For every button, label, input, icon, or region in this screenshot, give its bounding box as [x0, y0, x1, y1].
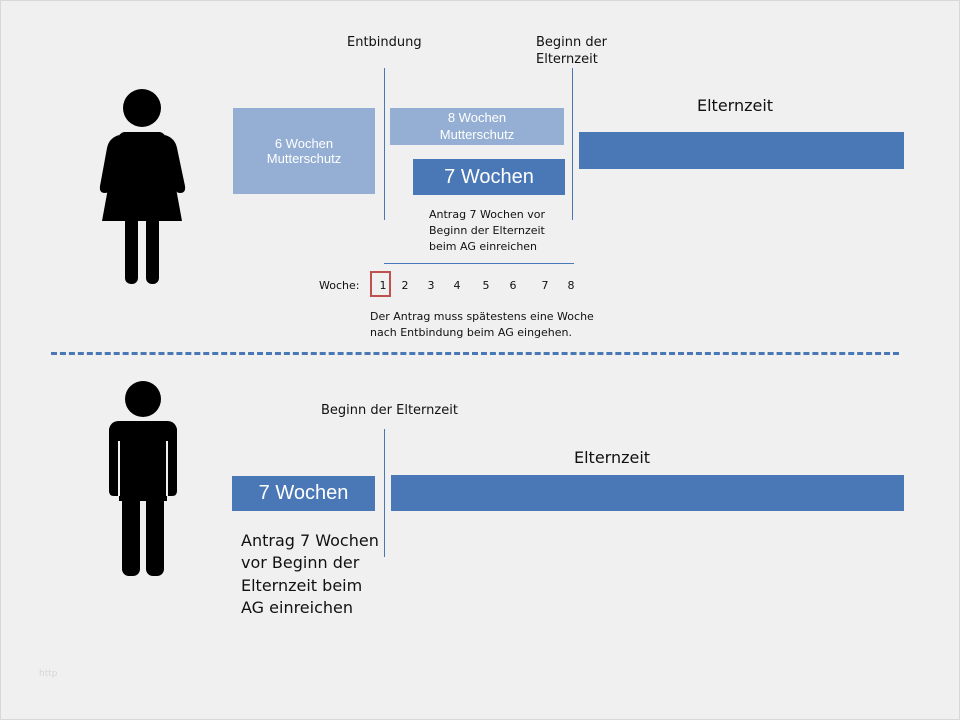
week-number: 7 — [541, 279, 549, 292]
week-number: 3 — [427, 279, 435, 292]
highlighted-week-marker — [370, 271, 391, 297]
antrag-7-wochen-box: 7 Wochen — [413, 159, 565, 195]
beginn-elternzeit-line — [572, 68, 573, 220]
weeks-label: Woche: — [319, 279, 360, 292]
elternzeit-label: Elternzeit — [697, 96, 774, 115]
father-antrag-text: Antrag 7 Wochen vor Beginn der Elternzei… — [241, 531, 379, 618]
week-number: 8 — [567, 279, 575, 292]
beginn-elternzeit-label: Beginn der Elternzeit — [536, 35, 607, 67]
father-beginn-elternzeit-line — [384, 429, 385, 557]
father-antrag-7-wochen-box: 7 Wochen — [232, 476, 375, 511]
father-elternzeit-label: Elternzeit — [574, 448, 651, 467]
weeks-axis-line — [384, 263, 574, 264]
week-number: 6 — [509, 279, 517, 292]
man-figure-icon — [109, 381, 177, 576]
entbindung-label: Entbindung — [347, 35, 422, 50]
elternzeit-bar — [579, 132, 904, 169]
antrag-text: Antrag 7 Wochen vor Beginn der Elternzei… — [429, 208, 546, 253]
week-number: 1 — [379, 279, 387, 292]
week-number: 2 — [401, 279, 409, 292]
woman-figure-icon — [99, 89, 186, 284]
week-number: 4 — [453, 279, 461, 292]
antrag-note: Der Antrag muss spätestens eine Woche na… — [370, 310, 594, 339]
section-separator — [51, 352, 899, 355]
watermark: http — [39, 669, 58, 679]
mutterschutz-6-wochen-box: 6 Wochen Mutterschutz — [233, 108, 375, 194]
father-elternzeit-bar — [391, 475, 904, 511]
father-beginn-elternzeit-label: Beginn der Elternzeit — [321, 403, 458, 418]
mutterschutz-8-wochen-box: 8 Wochen Mutterschutz — [390, 108, 564, 145]
entbindung-line — [384, 68, 385, 220]
week-number: 5 — [482, 279, 490, 292]
